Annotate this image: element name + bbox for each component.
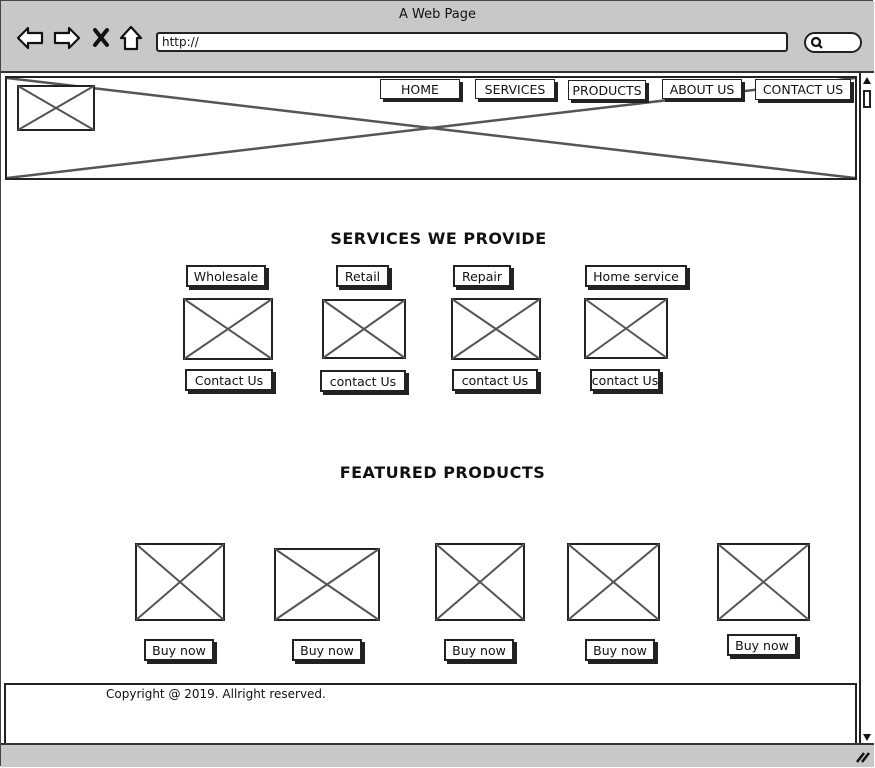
products-heading: FEATURED PRODUCTS [339, 463, 546, 482]
product-image-placeholder [135, 543, 225, 621]
services-heading: SERVICES WE PROVIDE [330, 229, 547, 248]
service-image-placeholder [322, 299, 406, 359]
product-image-placeholder [567, 543, 660, 621]
nav-services[interactable]: SERVICES [475, 79, 555, 99]
url-input[interactable]: http:// [156, 32, 788, 52]
nav-about[interactable]: ABOUT US [662, 79, 742, 99]
product-image-placeholder [274, 548, 380, 621]
service-image-placeholder [183, 298, 273, 360]
copyright-text: Copyright @ 2019. Allright reserved. [106, 687, 326, 701]
service-label-repair[interactable]: Repair [453, 265, 511, 287]
service-label-retail[interactable]: Retail [336, 265, 389, 287]
product-image-placeholder [717, 543, 810, 621]
nav-home[interactable]: HOME [380, 79, 460, 99]
stop-icon[interactable] [91, 25, 111, 51]
contact-us-button[interactable]: contact Us [452, 369, 538, 391]
search-icon [810, 36, 823, 49]
buy-now-button[interactable]: Buy now [444, 639, 514, 661]
search-field[interactable] [804, 32, 862, 53]
service-label-home-service[interactable]: Home service [585, 265, 687, 287]
service-image-placeholder [584, 298, 668, 359]
buy-now-button[interactable]: Buy now [292, 639, 362, 661]
buy-now-button[interactable]: Buy now [585, 639, 655, 661]
home-icon[interactable] [118, 25, 144, 51]
scroll-thumb[interactable] [863, 90, 871, 108]
browser-chrome: A Web Page http:// [1, 1, 874, 73]
contact-us-button[interactable]: Contact Us [185, 369, 273, 391]
page-footer: Copyright @ 2019. Allright reserved. [4, 683, 857, 745]
service-label-wholesale[interactable]: Wholesale [186, 265, 266, 287]
contact-us-button[interactable]: contact Us [590, 369, 660, 391]
scroll-up-icon[interactable] [861, 73, 873, 87]
vertical-scrollbar[interactable] [859, 73, 874, 747]
nav-contact[interactable]: CONTACT US [755, 79, 851, 100]
window-title: A Web Page [399, 7, 476, 22]
resize-grip-icon[interactable] [854, 749, 870, 763]
service-image-placeholder [451, 298, 541, 360]
logo-placeholder [17, 85, 95, 131]
scroll-down-icon[interactable] [861, 731, 873, 745]
product-image-placeholder [435, 543, 525, 621]
status-bar [1, 743, 874, 767]
page-viewport [4, 75, 859, 743]
buy-now-button[interactable]: Buy now [727, 634, 797, 656]
nav-products[interactable]: PRODUCTS [568, 80, 646, 100]
back-icon[interactable] [16, 25, 44, 51]
contact-us-button[interactable]: contact Us [320, 370, 406, 392]
forward-icon[interactable] [53, 25, 81, 51]
buy-now-button[interactable]: Buy now [144, 639, 214, 661]
